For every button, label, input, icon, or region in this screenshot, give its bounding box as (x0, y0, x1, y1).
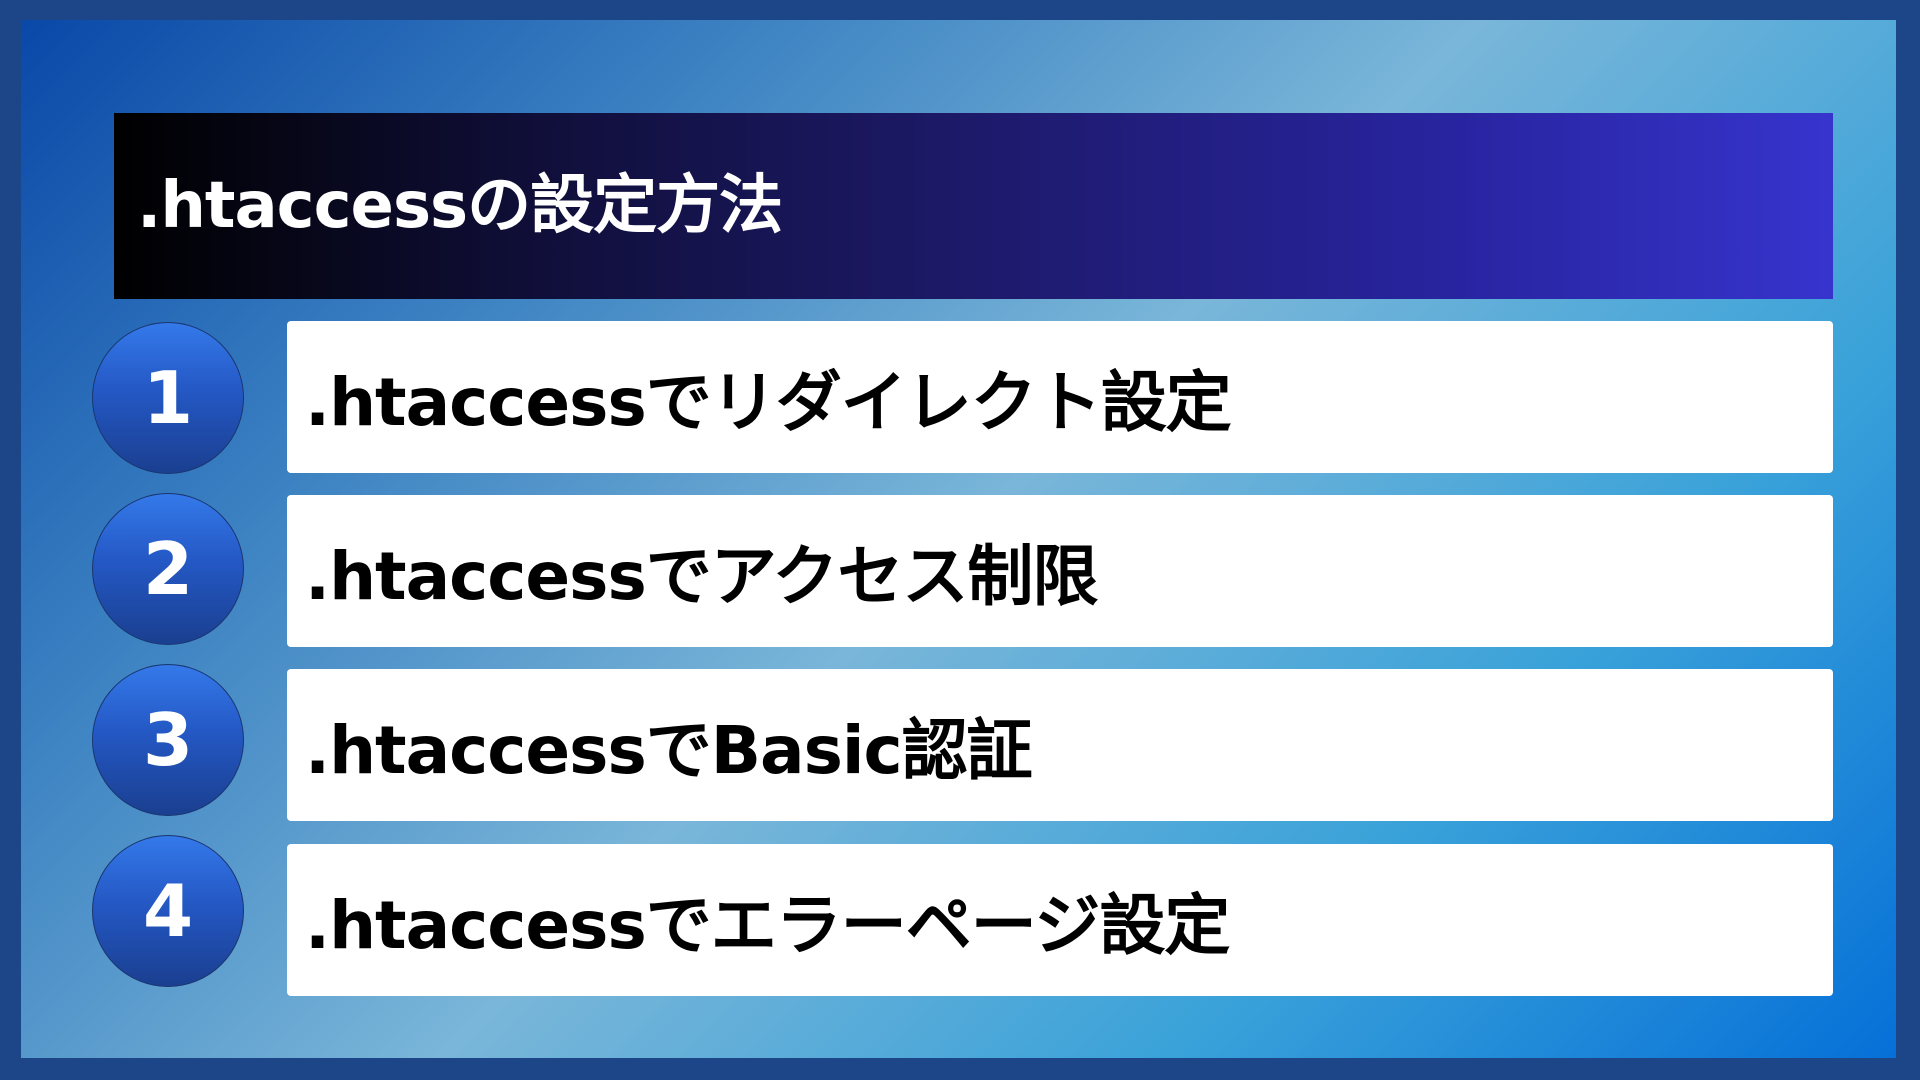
step-label: .htaccessでBasic認証 (305, 712, 1033, 789)
title-banner: .htaccessの設定方法 (114, 113, 1833, 299)
slide-title: .htaccessの設定方法 (137, 169, 783, 243)
step-label: .htaccessでアクセス制限 (305, 538, 1098, 615)
step-card-1: .htaccessでリダイレクト設定 (287, 321, 1833, 473)
step-number: 2 (142, 527, 194, 611)
step-card-3: .htaccessでBasic認証 (287, 669, 1833, 821)
step-number-badge-3: 3 (92, 664, 244, 816)
step-number-badge-4: 4 (92, 835, 244, 987)
step-card-4: .htaccessでエラーページ設定 (287, 844, 1833, 996)
step-number: 4 (142, 869, 194, 953)
step-number-badge-1: 1 (92, 322, 244, 474)
step-label: .htaccessでリダイレクト設定 (305, 364, 1232, 441)
step-number-badge-2: 2 (92, 493, 244, 645)
slide-background: .htaccessの設定方法 1 .htaccessでリダイレクト設定 2 .h… (21, 20, 1896, 1058)
step-label: .htaccessでエラーページ設定 (305, 887, 1230, 964)
step-number: 3 (142, 698, 194, 782)
step-number: 1 (142, 356, 194, 440)
step-card-2: .htaccessでアクセス制限 (287, 495, 1833, 647)
